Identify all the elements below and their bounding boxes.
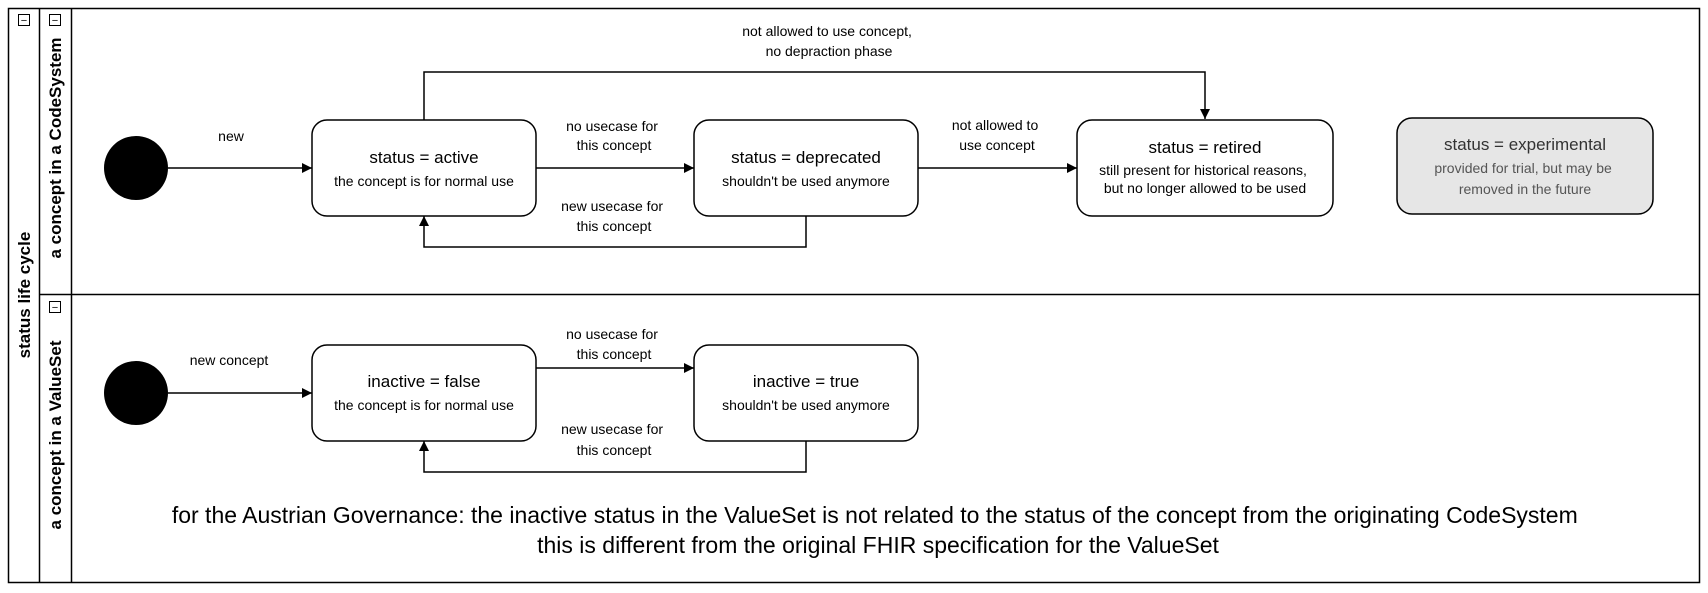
edge-label-to-inactive: no usecase for this concept	[566, 326, 662, 362]
state-inactive-false[interactable]: inactive = false the concept is for norm…	[311, 344, 537, 442]
codesystem-lane: new status = active the concept is for n…	[104, 23, 1654, 248]
pool-collapse-button[interactable]: −	[18, 14, 30, 28]
edge-label-new-concept: new concept	[190, 352, 269, 368]
governance-note: for the Austrian Governance: the inactiv…	[172, 502, 1584, 558]
state-title: status = experimental	[1444, 135, 1606, 154]
state-title: status = active	[369, 148, 478, 167]
state-title: inactive = false	[368, 372, 481, 391]
state-description: the concept is for normal use	[334, 173, 514, 189]
edge-label-back-to-inactive-false: new usecase for this concept	[561, 421, 667, 458]
collapse-icon: −	[52, 15, 58, 27]
state-retired[interactable]: status = retired still present for histo…	[1076, 119, 1334, 217]
edge-label-to-retired: not allowed to use concept	[952, 117, 1042, 153]
pool-title: status life cycle	[15, 232, 34, 359]
state-title: status = retired	[1149, 138, 1262, 157]
state-description: shouldn't be used anymore	[722, 397, 890, 413]
edge-direct-retired[interactable]	[423, 71, 1210, 120]
state-title: status = deprecated	[731, 148, 881, 167]
edge-back-to-inactive-false[interactable]	[419, 441, 807, 473]
edge-label-to-deprecated: no usecase for this concept	[566, 118, 662, 153]
edge-label-direct-retired: not allowed to use concept, no depractio…	[742, 23, 916, 59]
lane-title-codesystem: a concept in a CodeSystem	[46, 37, 65, 258]
state-inactive-true[interactable]: inactive = true shouldn't be used anymor…	[693, 344, 919, 442]
edge-back-to-active[interactable]	[419, 216, 807, 248]
state-experimental[interactable]: status = experimental provided for trial…	[1396, 117, 1654, 215]
state-deprecated[interactable]: status = deprecated shouldn't be used an…	[693, 119, 919, 217]
lane-title-valueset: a concept in a ValueSet	[46, 340, 65, 529]
edge-label-back-to-active: new usecase for this concept	[561, 198, 667, 234]
start-node[interactable]	[104, 136, 168, 200]
lane-valueset-collapse-button[interactable]: −	[49, 301, 61, 315]
state-description: provided for trial, but may be removed i…	[1434, 160, 1615, 197]
collapse-icon: −	[21, 15, 27, 27]
lane-codesystem-collapse-button[interactable]: −	[49, 14, 61, 28]
state-description: still present for historical reasons, bu…	[1099, 162, 1311, 196]
state-description: shouldn't be used anymore	[722, 173, 890, 189]
state-title: inactive = true	[753, 372, 859, 391]
valueset-lane: new concept inactive = false the concept…	[104, 326, 1584, 558]
edge-label-new: new	[218, 128, 245, 144]
pool: status life cycle − − − a concept in a C…	[7, 7, 1701, 584]
state-active[interactable]: status = active the concept is for norma…	[311, 119, 537, 217]
start-node[interactable]	[104, 361, 168, 425]
collapse-icon: −	[52, 302, 58, 314]
state-description: the concept is for normal use	[334, 397, 514, 413]
pool-frame	[7, 7, 1701, 584]
